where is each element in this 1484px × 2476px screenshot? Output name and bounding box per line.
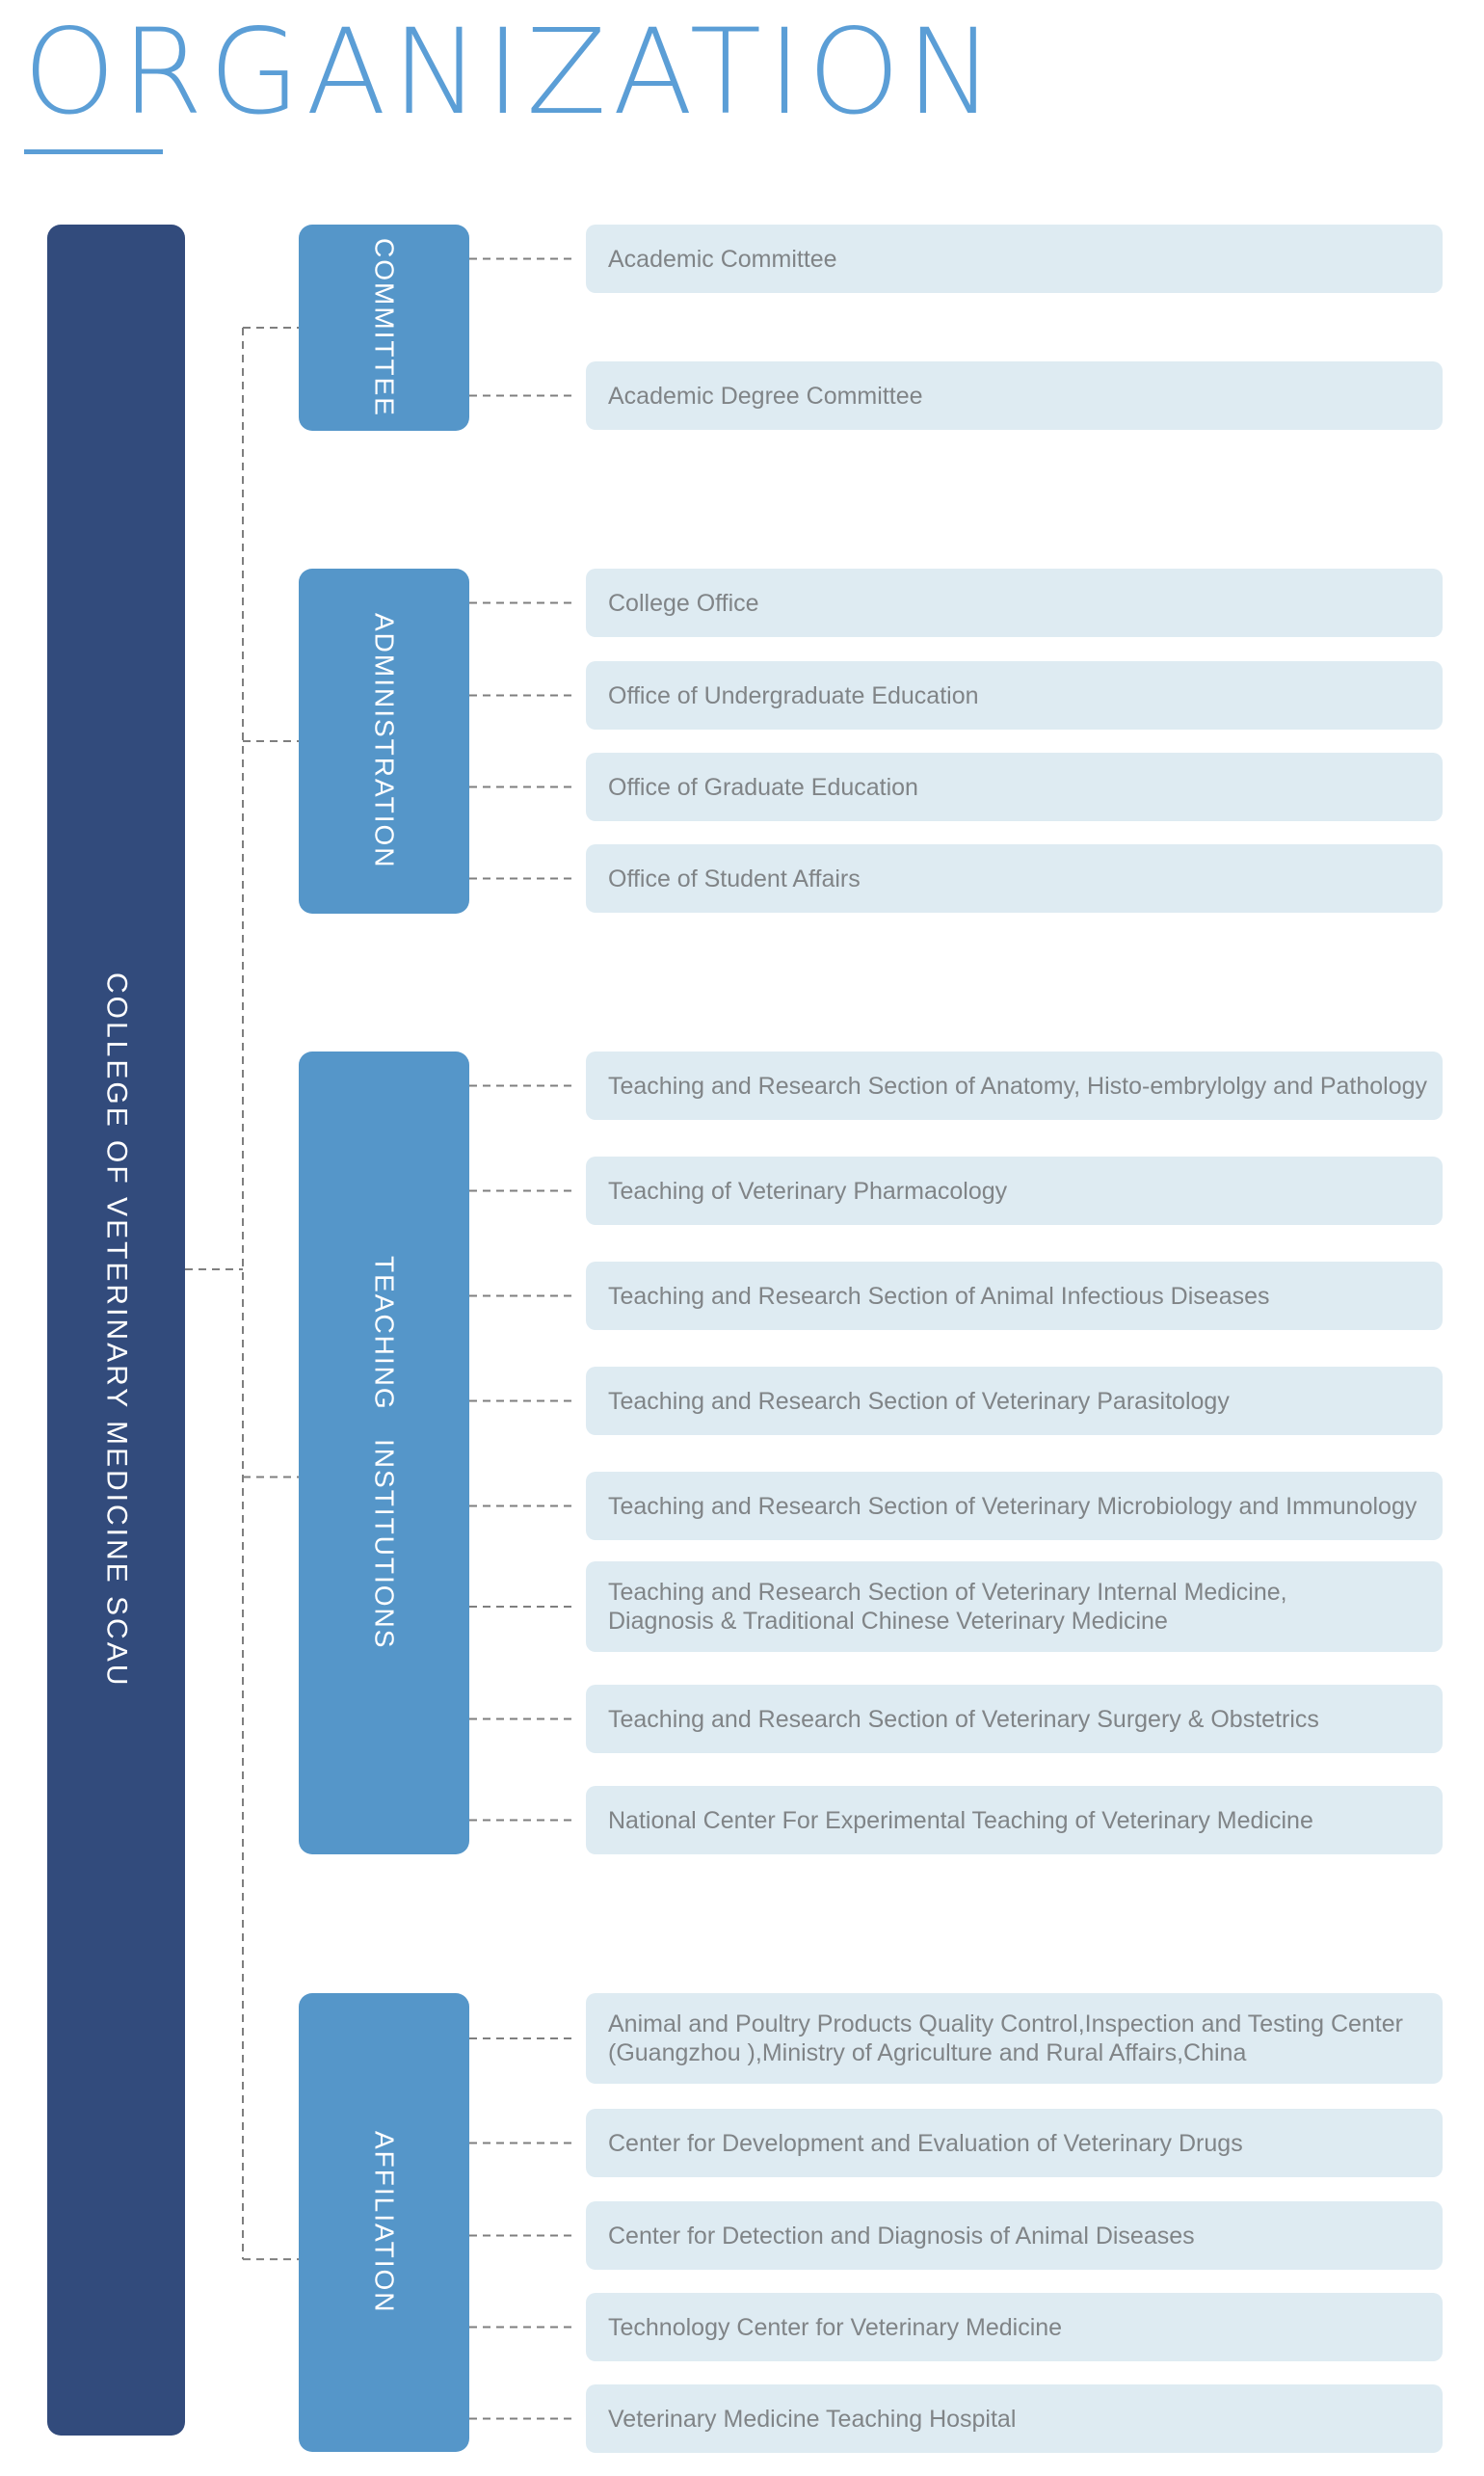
category-affiliation: AFFILIATION bbox=[299, 1993, 469, 2452]
org-item-label: Center for Detection and Diagnosis of An… bbox=[608, 2222, 1195, 2250]
category-label: AFFILIATION bbox=[369, 2131, 400, 2314]
org-item-label: Center for Development and Evaluation of… bbox=[608, 2129, 1243, 2157]
org-item-microbiology-immunology: Teaching and Research Section of Veterin… bbox=[586, 1472, 1443, 1540]
org-item-surgery-obstetrics: Teaching and Research Section of Veterin… bbox=[586, 1685, 1443, 1753]
title-underline bbox=[24, 149, 163, 154]
org-item-label: Office of Graduate Education bbox=[608, 773, 918, 801]
category-label: ADMINISTRATION bbox=[369, 613, 400, 869]
org-item-label: Academic Degree Committee bbox=[608, 382, 923, 410]
org-item-academic-committee: Academic Committee bbox=[586, 225, 1443, 293]
org-item-label: Veterinary Medicine Teaching Hospital bbox=[608, 2405, 1017, 2433]
org-item-infectious-diseases: Teaching and Research Section of Animal … bbox=[586, 1262, 1443, 1330]
org-item-anatomy-pathology: Teaching and Research Section of Anatomy… bbox=[586, 1052, 1443, 1120]
org-item-animal-diseases-center: Center for Detection and Diagnosis of An… bbox=[586, 2201, 1443, 2270]
page-title: ORGANIZATION bbox=[23, 4, 1000, 141]
org-item-label: Teaching and Research Section of Veterin… bbox=[608, 1492, 1418, 1520]
org-item-academic-degree-committee: Academic Degree Committee bbox=[586, 361, 1443, 430]
category-administration: ADMINISTRATION bbox=[299, 569, 469, 914]
org-item-label: Teaching and Research Section of Veterin… bbox=[608, 1387, 1230, 1415]
category-label: COMMITTEE bbox=[369, 238, 400, 417]
org-item-veterinary-drugs-center: Center for Development and Evaluation of… bbox=[586, 2109, 1443, 2177]
org-item-label: Teaching and Research Section of Veterin… bbox=[608, 1705, 1319, 1733]
category-committee: COMMITTEE bbox=[299, 225, 469, 431]
org-item-college-office: College Office bbox=[586, 569, 1443, 637]
org-item-teaching-hospital: Veterinary Medicine Teaching Hospital bbox=[586, 2384, 1443, 2453]
org-item-label: Animal and Poultry Products Quality Cont… bbox=[608, 2010, 1403, 2066]
org-item-label: College Office bbox=[608, 589, 759, 617]
category-teaching-institutions: TEACHING INSTITUTIONS bbox=[299, 1052, 469, 1854]
category-label: TEACHING INSTITUTIONS bbox=[369, 1256, 400, 1650]
org-item-student-affairs: Office of Student Affairs bbox=[586, 844, 1443, 913]
root-node: COLLEGE OF VETERINARY MEDICINE SCAU bbox=[47, 225, 185, 2436]
org-item-quality-control-center: Animal and Poultry Products Quality Cont… bbox=[586, 1993, 1443, 2084]
org-item-label: Office of Student Affairs bbox=[608, 865, 861, 892]
org-item-experimental-teaching-center: National Center For Experimental Teachin… bbox=[586, 1786, 1443, 1854]
org-item-label: Teaching and Research Section of Animal … bbox=[608, 1282, 1270, 1310]
org-item-internal-medicine: Teaching and Research Section of Veterin… bbox=[586, 1561, 1443, 1652]
org-item-label: Teaching and Research Section of Veterin… bbox=[608, 1579, 1287, 1635]
org-item-parasitology: Teaching and Research Section of Veterin… bbox=[586, 1367, 1443, 1435]
org-item-technology-center: Technology Center for Veterinary Medicin… bbox=[586, 2293, 1443, 2361]
org-item-undergraduate-education: Office of Undergraduate Education bbox=[586, 661, 1443, 730]
org-item-graduate-education: Office of Graduate Education bbox=[586, 753, 1443, 821]
root-label: COLLEGE OF VETERINARY MEDICINE SCAU bbox=[100, 972, 133, 1689]
org-item-label: Office of Undergraduate Education bbox=[608, 681, 979, 709]
org-item-label: Teaching of Veterinary Pharmacology bbox=[608, 1177, 1008, 1205]
org-item-label: Teaching and Research Section of Anatomy… bbox=[608, 1072, 1428, 1100]
org-item-pharmacology: Teaching of Veterinary Pharmacology bbox=[586, 1157, 1443, 1225]
org-item-label: National Center For Experimental Teachin… bbox=[608, 1806, 1313, 1834]
org-item-label: Academic Committee bbox=[608, 245, 837, 273]
org-item-label: Technology Center for Veterinary Medicin… bbox=[608, 2313, 1063, 2341]
